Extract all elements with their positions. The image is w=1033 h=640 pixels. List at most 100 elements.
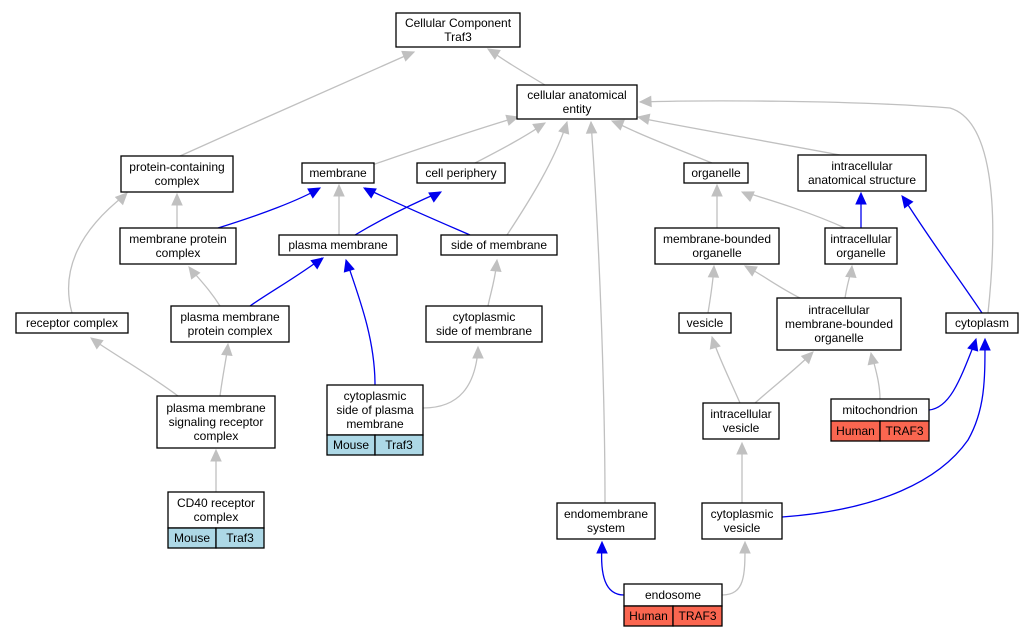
node-cyto[interactable]: cytoplasm: [945, 312, 1019, 334]
edge-line: [743, 191, 846, 229]
arrowhead-icon: [486, 48, 501, 60]
arrowhead-icon: [855, 191, 867, 205]
node-cellper[interactable]: cell periphery: [416, 162, 506, 184]
node-label-line: intracellular: [831, 159, 892, 173]
edge-pmpc-to-mpc: [188, 266, 221, 307]
edge-line: [639, 100, 994, 314]
node-rc[interactable]: receptor complex: [15, 312, 129, 334]
node-label-line: plasma membrane: [288, 238, 388, 252]
node-label-line: side of membrane: [451, 238, 547, 252]
node-box: [326, 384, 424, 436]
node-label-line: membrane-bounded: [785, 317, 893, 331]
node-label-line: cytoplasmic: [453, 310, 516, 324]
node-box: [702, 402, 780, 440]
edge-mito-to-cyto: [928, 337, 979, 411]
arrowhead-icon: [505, 114, 520, 126]
edge-line: [217, 187, 321, 229]
arrowhead-icon: [90, 337, 104, 350]
edge-line: [639, 117, 841, 156]
arrowhead-icon: [171, 192, 183, 206]
arrowhead-icon: [610, 119, 625, 131]
node-label-line: cytoplasmic: [711, 507, 774, 521]
node-label-line: endosome: [645, 588, 701, 602]
edge-ivesicle-to-vesicle: [709, 335, 741, 404]
arrowhead-icon: [596, 540, 608, 554]
node-box: [824, 227, 898, 265]
node-label-line: anatomical structure: [808, 173, 916, 187]
node-label-line: membrane protein: [129, 232, 226, 246]
edge-line: [590, 121, 606, 504]
node-vesicle[interactable]: vesicle: [678, 312, 732, 334]
node-box: [119, 227, 237, 265]
node-label-line: complex: [194, 510, 239, 524]
node-label-line: cytoplasmic: [344, 389, 407, 403]
edge-mpc-to-membrane: [217, 187, 322, 229]
node-box: [683, 162, 749, 184]
gene-tag-label: TRAF3: [885, 424, 923, 438]
arrowhead-icon: [709, 335, 721, 350]
arrowhead-icon: [221, 342, 233, 357]
edge-cyto-to-ias: [901, 195, 983, 314]
edge-pmsrc-to-pmpc: [219, 342, 233, 397]
node-box: [440, 234, 558, 256]
node-label-line: Cellular Component: [405, 16, 512, 30]
arrowhead-icon: [967, 337, 979, 352]
arrowhead-icon: [532, 122, 547, 134]
gene-tag-label: Traf3: [226, 531, 254, 545]
node-organelle[interactable]: organelle: [683, 162, 749, 184]
edge-line: [489, 49, 546, 86]
arrowhead-icon: [636, 113, 651, 125]
edge-membrane-to-cae: [371, 114, 520, 166]
arrowhead-icon: [867, 351, 879, 366]
edge-vesicle-to-mbo: [707, 264, 720, 314]
node-box: [797, 154, 927, 192]
node-label-line: membrane: [346, 417, 404, 431]
node-label-line: protein complex: [188, 324, 273, 338]
node-box: [167, 491, 265, 529]
edge-line: [781, 341, 986, 518]
edge-organelle-to-cae: [610, 119, 713, 164]
edge-cvesicle-to-ivesicle: [736, 441, 748, 503]
node-box: [654, 227, 780, 265]
node-label-line: plasma membrane: [166, 401, 266, 415]
edge-line: [422, 349, 479, 409]
edge-mbo-to-organelle: [711, 183, 723, 228]
edge-io-to-organelle: [740, 191, 846, 229]
arrowhead-icon: [307, 187, 322, 199]
arrowhead-icon: [707, 264, 720, 278]
edge-cd40-to-pmsrc: [210, 448, 222, 492]
node-label-line: cytoplasm: [955, 316, 1009, 330]
node-pm[interactable]: plasma membrane: [278, 234, 398, 256]
node-box: [15, 312, 129, 334]
species-tag-label: Mouse: [174, 531, 210, 545]
node-label-line: complex: [155, 174, 200, 188]
edge-line: [712, 339, 741, 404]
edge-line: [346, 261, 376, 386]
arrowhead-icon: [736, 441, 748, 455]
node-label-line: vesicle: [723, 421, 760, 435]
gene-tag-cell: [215, 527, 265, 549]
edge-line: [364, 187, 471, 236]
arrowhead-icon: [428, 191, 443, 203]
node-label-line: mitochondrion: [842, 403, 917, 417]
node-membrane[interactable]: membrane: [301, 162, 375, 184]
node-som[interactable]: side of membrane: [440, 234, 558, 256]
